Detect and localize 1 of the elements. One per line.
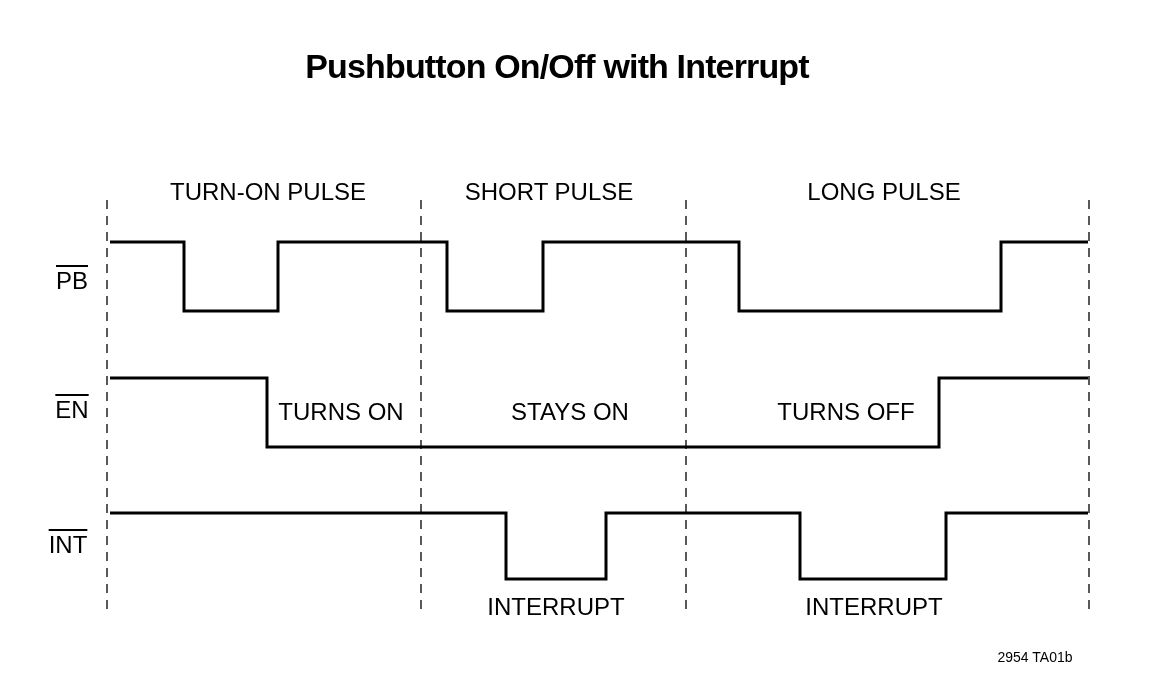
diagram-title: Pushbutton On/Off with Interrupt <box>305 45 809 87</box>
